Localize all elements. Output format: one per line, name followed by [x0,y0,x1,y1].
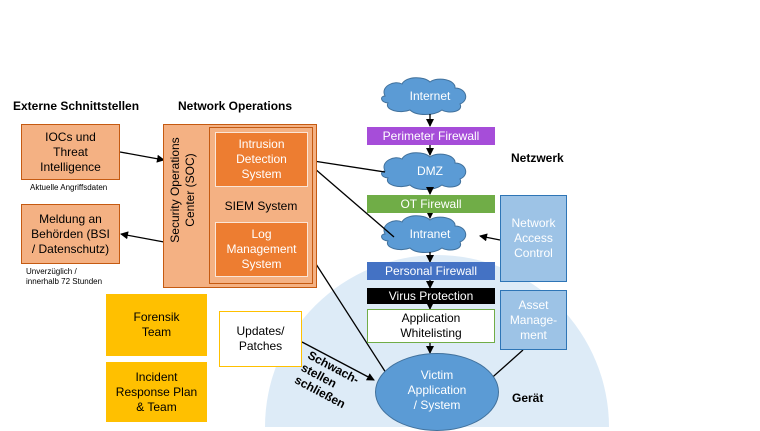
siem-label: SIEM System [224,198,298,213]
incident-box: Incident Response Plan & Team [106,362,207,422]
iocs-note: Aktuelle Angriffsdaten [30,183,108,192]
cloud-dmz [381,152,467,190]
header-network: Netzwerk [511,151,564,165]
forensic-box: Forensik Team [106,294,207,356]
arrow-updates-victim [301,341,375,381]
header-external: Externe Schnittstellen [13,99,140,113]
updates-box: Updates/ Patches [219,311,302,367]
report-box: Meldung an Behörden (BSI / Datenschutz) [21,204,120,264]
soc-label: Security Operations Center (SOC) [168,137,197,243]
intranet-label: Intranet [409,227,451,241]
arrow-dmz-ids [306,157,386,173]
ids-box: Intrusion Detection System [215,132,308,187]
virus-protection: Virus Protection [367,288,495,304]
asset-box: Asset Manage- ment [500,290,567,350]
dmz-label: DMZ [417,164,443,178]
perimeter-firewall: Perimeter Firewall [367,127,495,145]
arrow-soc-report [120,231,165,243]
ot-firewall: OT Firewall [367,195,495,213]
report-note: Unverzüglich / innerhalb 72 Stunden [26,267,103,286]
cloud-intranet [381,215,467,253]
header-netops: Network Operations [178,99,293,113]
nac-box: Network Access Control [500,195,567,282]
arrow-nac-intranet [479,233,501,242]
arrow-intranet-ids [306,161,395,238]
log-box: Log Management System [215,222,308,277]
arrow-victim-log [306,249,389,377]
app-whitelisting: Application Whitelisting [367,309,495,343]
victim-system: Victim Application / System [375,353,499,431]
header-device: Gerät [512,391,544,405]
personal-firewall: Personal Firewall [367,262,495,280]
internet-label: Internet [409,89,451,103]
arrow-iocs-soc [119,151,165,163]
cloud-internet [381,77,467,115]
iocs-box: IOCs und Threat Intelligence [21,124,120,180]
